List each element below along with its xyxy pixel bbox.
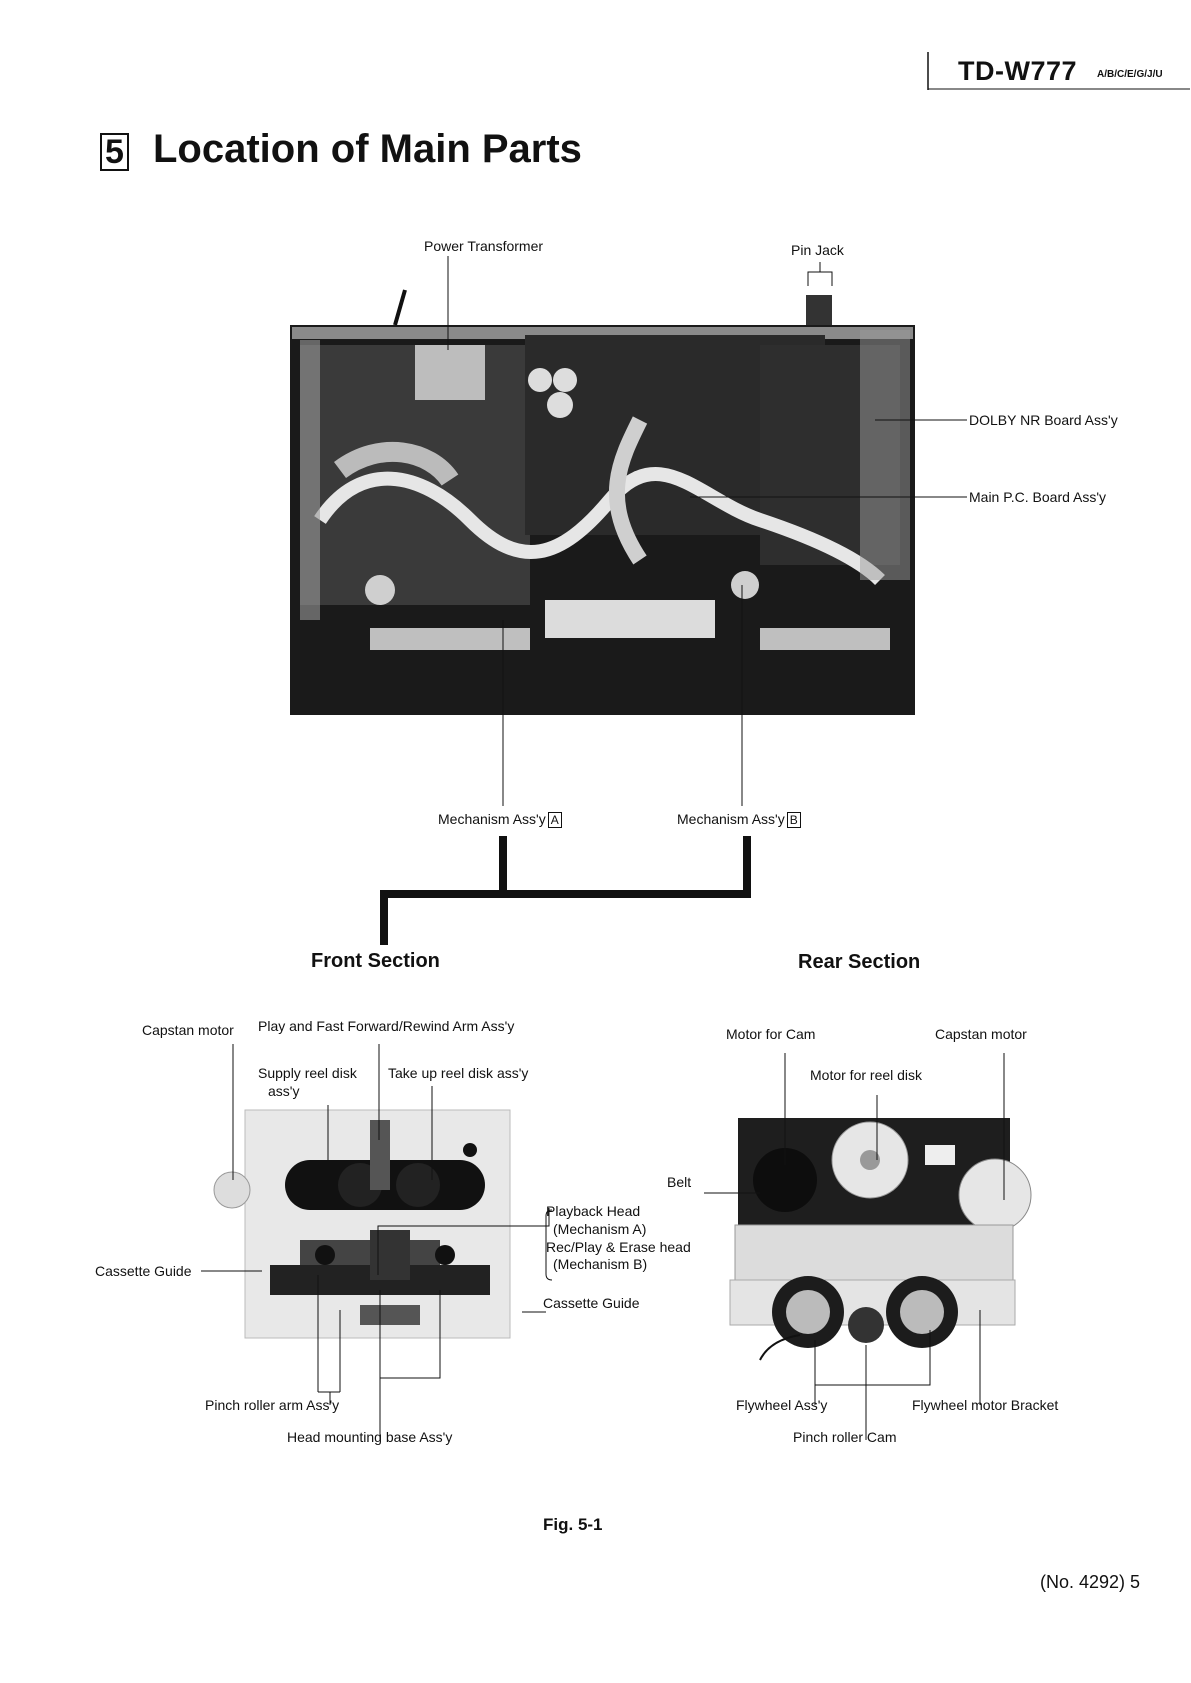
mechanism-a-box: A <box>547 812 562 828</box>
model-variants: A/B/C/E/G/J/U <box>1097 69 1163 80</box>
power-transformer-shape <box>415 345 485 400</box>
front-section-heading: Front Section <box>311 950 440 972</box>
label-belt: Belt <box>667 1174 692 1190</box>
front-mechanism-photo <box>213 1109 511 1339</box>
mechanism-a-text: Mechanism Ass'y <box>438 811 546 827</box>
label-pinch-roller-arm: Pinch roller arm Ass'y <box>205 1397 340 1413</box>
page-number: (No. 4292) 5 <box>1040 1572 1141 1592</box>
label-motor-for-cam: Motor for Cam <box>726 1026 816 1042</box>
chassis-photo <box>290 289 915 715</box>
label-take-up-reel-disk: Take up reel disk ass'y <box>388 1065 529 1081</box>
label-play-ff-rew-arm: Play and Fast Forward/Rewind Arm Ass'y <box>258 1018 515 1034</box>
mechanism-b-text: Mechanism Ass'y <box>677 811 785 827</box>
label-front-cassette-guide-right: Cassette Guide <box>543 1295 640 1311</box>
label-supply-reel-disk: Supply reel disk <box>258 1065 357 1081</box>
rear-mechanism-photo <box>729 1118 1032 1361</box>
label-mechanism-b-note: (Mechanism B) <box>553 1256 648 1272</box>
label-supply-reel-disk-assy: ass'y <box>268 1083 300 1099</box>
label-playback-head: Playback Head <box>546 1203 641 1219</box>
label-mechanism-a-note: (Mechanism A) <box>553 1221 647 1237</box>
model-number: TD-W777 <box>958 56 1078 86</box>
label-main-board: Main P.C. Board Ass'y <box>969 489 1107 505</box>
label-dolby-board: DOLBY NR Board Ass'y <box>969 412 1118 428</box>
label-flywheel-motor-bracket: Flywheel motor Bracket <box>912 1397 1059 1413</box>
mechanism-b-box: B <box>786 812 801 828</box>
rear-section-heading: Rear Section <box>798 951 921 973</box>
label-front-cassette-guide-left: Cassette Guide <box>95 1263 192 1279</box>
label-flywheel-assy: Flywheel Ass'y <box>736 1397 828 1413</box>
label-power-transformer: Power Transformer <box>424 238 544 254</box>
label-motor-for-reel-disk: Motor for reel disk <box>810 1067 923 1083</box>
label-front-capstan-motor: Capstan motor <box>142 1022 234 1038</box>
label-pin-jack: Pin Jack <box>791 242 844 258</box>
label-pinch-roller-cam: Pinch roller Cam <box>793 1429 897 1445</box>
label-rec-play-erase-head: Rec/Play & Erase head <box>546 1239 691 1255</box>
figure-caption: Fig. 5-1 <box>543 1515 603 1534</box>
label-rear-capstan-motor: Capstan motor <box>935 1026 1027 1042</box>
page-title: Location of Main Parts <box>153 127 582 171</box>
section-number: 5 <box>100 133 129 171</box>
label-head-mounting-base: Head mounting base Ass'y <box>287 1429 453 1445</box>
